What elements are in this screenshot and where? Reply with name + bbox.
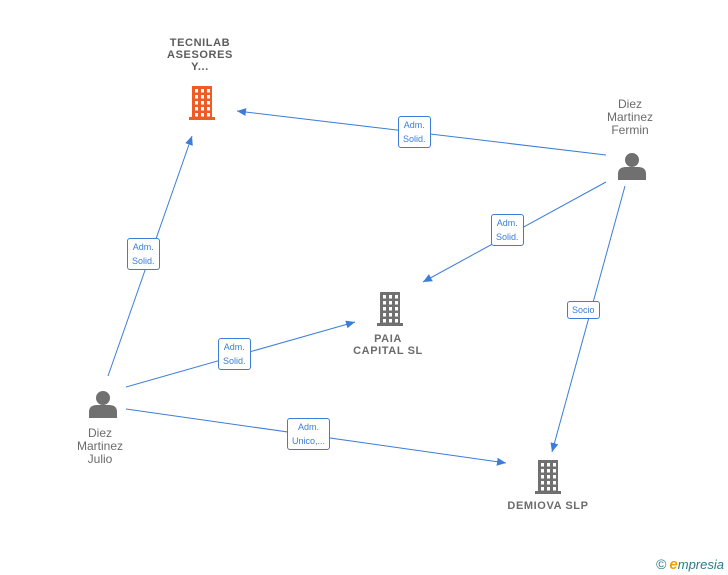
label-line: TECNILAB bbox=[169, 37, 231, 49]
edge-label-line: Unico,... bbox=[292, 436, 326, 446]
building-icon-tecnilab[interactable] bbox=[189, 86, 215, 120]
edge-label-line: Solid. bbox=[132, 256, 155, 266]
label-line: Julio bbox=[87, 452, 113, 466]
label-line: PAIA bbox=[374, 333, 402, 345]
edge-line-fermin-demiova bbox=[550, 185, 626, 453]
edge-label-line: Solid. bbox=[403, 134, 426, 144]
edge-label-fermin-tecnilab[interactable]: Adm. Solid. bbox=[398, 116, 431, 148]
label-line: DEMIOVA SLP bbox=[507, 500, 589, 512]
edge-label-julio-paia[interactable]: Adm. Solid. bbox=[218, 338, 251, 370]
edge-label-line: Adm. bbox=[403, 120, 425, 130]
label-line: Fermin bbox=[611, 123, 649, 137]
edge-label-julio-demiova[interactable]: Adm. Unico,... bbox=[287, 418, 331, 450]
person-icon-fermin[interactable] bbox=[618, 153, 646, 180]
building-icon-paia[interactable] bbox=[377, 292, 403, 326]
edge-label-line: Adm. bbox=[496, 218, 518, 228]
node-label-julio[interactable]: Diez Martinez Julio bbox=[60, 427, 140, 466]
node-label-demiova[interactable]: DEMIOVA SLP bbox=[488, 500, 608, 512]
edge-label-line: Solid. bbox=[223, 356, 246, 366]
edge-label-line: Adm. bbox=[298, 422, 320, 432]
node-label-fermin[interactable]: Diez Martinez Fermin bbox=[590, 98, 670, 137]
edge-label-line: Adm. bbox=[223, 342, 245, 352]
building-icon-demiova[interactable] bbox=[535, 460, 561, 494]
empresia-logo-initial: e bbox=[669, 556, 678, 573]
label-line: ASESORES bbox=[167, 49, 233, 61]
label-line: Martinez bbox=[76, 439, 123, 453]
edge-label-fermin-demiova[interactable]: Socio bbox=[567, 301, 600, 319]
empresia-logo-text: mpresia bbox=[677, 557, 724, 572]
label-line: Diez bbox=[87, 426, 112, 440]
copyright-symbol: © bbox=[656, 556, 667, 572]
label-line: Y... bbox=[191, 61, 209, 73]
edge-label-fermin-paia[interactable]: Adm. Solid. bbox=[491, 214, 524, 246]
person-icon-julio[interactable] bbox=[89, 391, 117, 418]
edge-label-line: Solid. bbox=[496, 232, 519, 242]
label-line: Diez bbox=[617, 97, 642, 111]
node-label-paia[interactable]: PAIA CAPITAL SL bbox=[338, 333, 438, 357]
edge-label-julio-tecnilab[interactable]: Adm. Solid. bbox=[127, 238, 160, 270]
label-line: Martinez bbox=[606, 110, 653, 124]
label-line: CAPITAL SL bbox=[353, 345, 423, 357]
empresia-footer[interactable]: ©empresia bbox=[656, 556, 724, 573]
edge-label-line: Adm. bbox=[132, 242, 154, 252]
node-label-tecnilab[interactable]: TECNILAB ASESORES Y... bbox=[150, 37, 250, 73]
edge-label-line: Socio bbox=[572, 305, 595, 315]
